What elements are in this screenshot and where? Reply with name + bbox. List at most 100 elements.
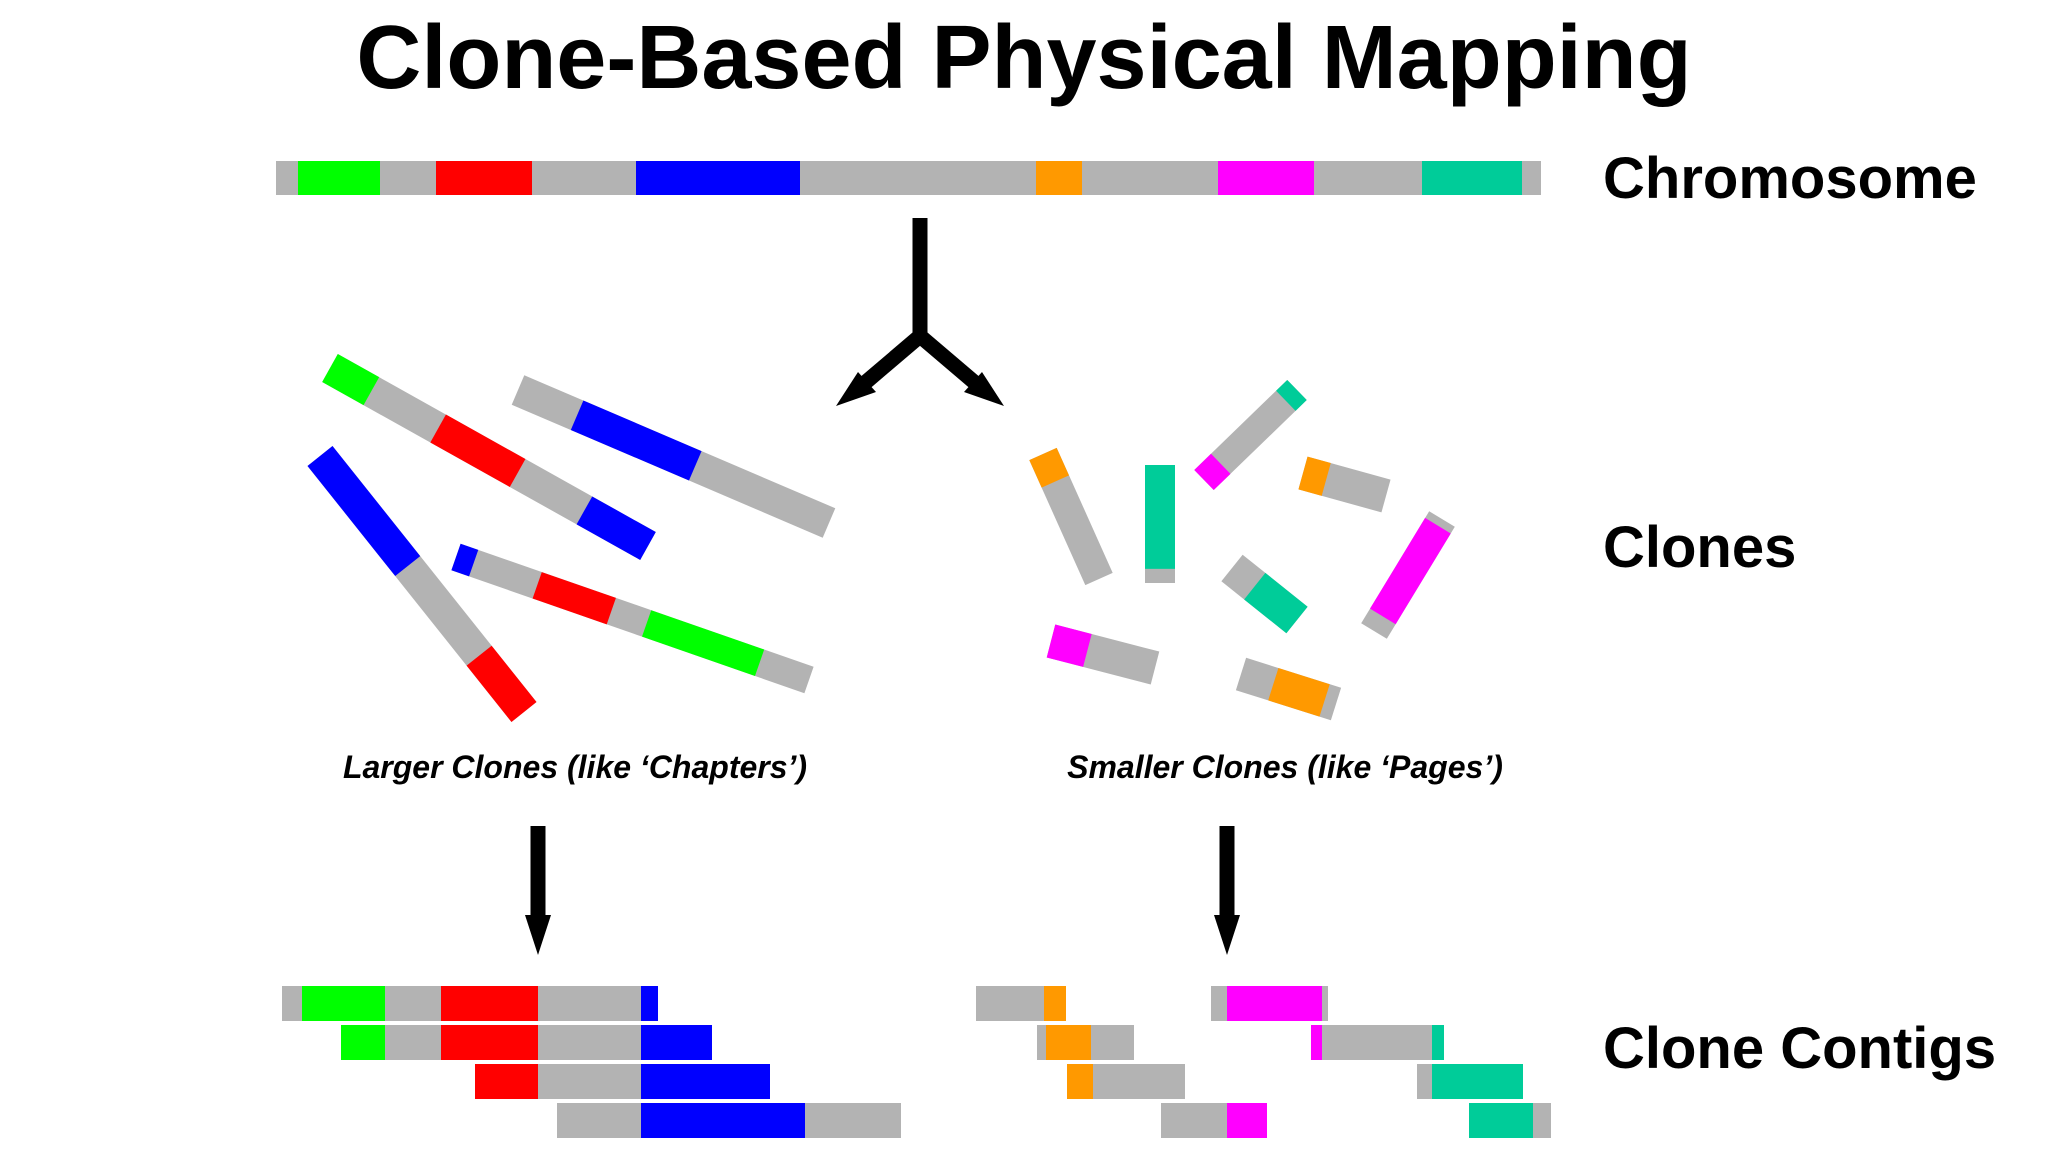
larger-clone-4-region-blue (451, 543, 479, 577)
smaller-clone-contigs (976, 986, 1551, 1138)
larger-clone-1-region-green (322, 354, 380, 406)
larger-clone-1-region-red (430, 414, 526, 487)
smaller-clone-2-backbone (1145, 465, 1175, 583)
smaller-clone-4-region-orange (1298, 456, 1331, 496)
smaller-clones-caption: Smaller Clones (like ‘Pages’) (1067, 749, 1503, 785)
smaller-contig-row-1 (976, 986, 1066, 1021)
chromosome-segment-orange (1036, 161, 1082, 195)
arrows (525, 218, 1240, 955)
larger-clone-2-backbone (511, 375, 836, 538)
chromosome-backbone (276, 161, 1541, 195)
larger-clone-4-backbone (451, 543, 814, 694)
larger-contig-row-2-backbone (341, 1025, 712, 1060)
larger-contig-row-2-region-blue (641, 1025, 712, 1060)
larger-contig-row-1-region-green (302, 986, 385, 1021)
smaller-contig-row-7-region-teal (1432, 1064, 1523, 1099)
smaller-contig-row-6-region-teal (1432, 1025, 1444, 1060)
smaller-contig-row-5 (1211, 986, 1328, 1021)
larger-contig-row-1-region-red (441, 986, 538, 1021)
smaller-contig-row-6 (1311, 1025, 1444, 1060)
smaller-clone-3-backbone (1194, 379, 1307, 491)
smaller-contig-row-2-region-orange (1046, 1025, 1091, 1060)
larger-clone-2-region-blue (570, 400, 702, 481)
larger-clone-3-region-blue (307, 446, 421, 577)
smaller-contig-row-3 (1067, 1064, 1185, 1099)
smaller-contig-row-8-region-teal (1469, 1103, 1533, 1138)
larger-clone-3 (307, 446, 537, 722)
chromosome-segment-green (298, 161, 380, 195)
split-arrow-left-head (836, 372, 876, 406)
page-title: Clone-Based Physical Mapping (356, 8, 1692, 108)
smaller-contig-row-1-region-orange (1044, 986, 1066, 1021)
clones-label: Clones (1603, 515, 1797, 580)
smaller-contig-row-6-backbone (1311, 1025, 1444, 1060)
chromosome-segment-blue (636, 161, 800, 195)
smaller-clone-6 (1221, 554, 1308, 634)
smaller-clone-4 (1298, 456, 1391, 513)
smaller-contig-row-3-region-orange (1067, 1064, 1093, 1099)
smaller-clone-7-region-magenta (1046, 624, 1092, 667)
smaller-clone-8-backbone (1235, 657, 1342, 721)
smaller-contig-row-2 (1037, 1025, 1134, 1060)
split-arrow-right-branch (915, 330, 979, 388)
split-arrow-left-branch (861, 330, 925, 388)
smaller-clone-6-region-teal (1244, 572, 1308, 634)
smaller-clone-8 (1235, 657, 1342, 721)
larger-contig-row-1-region-blue (641, 986, 658, 1021)
chromosome-segment-red (436, 161, 532, 195)
smaller-contig-row-2-backbone (1037, 1025, 1134, 1060)
smaller-down-arrow-head (1214, 915, 1240, 955)
smaller-clone-5-region-magenta (1370, 517, 1451, 625)
smaller-clone-1-region-orange (1029, 447, 1070, 488)
larger-contig-row-4-region-blue (641, 1103, 805, 1138)
smaller-clone-7 (1046, 624, 1160, 685)
smaller-contig-row-4-backbone (1161, 1103, 1267, 1138)
smaller-contig-row-8-backbone (1469, 1103, 1551, 1138)
larger-contig-row-2-region-red (441, 1025, 538, 1060)
clone-contigs-label: Clone Contigs (1603, 1016, 1997, 1081)
smaller-contig-row-4-region-magenta (1227, 1103, 1267, 1138)
larger-clones-caption: Larger Clones (like ‘Chapters’) (342, 749, 808, 785)
smaller-clone-1 (1029, 447, 1113, 586)
larger-contig-row-3 (475, 1064, 770, 1099)
smaller-clone-2-region-teal (1145, 465, 1175, 569)
smaller-clone-5-backbone (1361, 511, 1455, 639)
smaller-clone-8-region-orange (1268, 667, 1330, 717)
larger-clone-3-backbone (307, 446, 537, 722)
smaller-clone-5 (1361, 511, 1455, 639)
smaller-clone-7-backbone (1046, 624, 1160, 685)
smaller-contig-row-7 (1417, 1064, 1523, 1099)
larger-clone-4-region-green (642, 610, 765, 677)
smaller-contig-row-5-region-magenta (1227, 986, 1322, 1021)
larger-contig-row-2 (341, 1025, 712, 1060)
larger-clone-2 (511, 375, 836, 538)
larger-contig-row-1 (282, 986, 658, 1021)
smaller-clone-2 (1145, 465, 1175, 583)
larger-clone-contigs (282, 986, 901, 1138)
smaller-clones (1029, 379, 1455, 721)
smaller-clone-6-backbone (1221, 554, 1308, 634)
larger-clone-1-backbone (322, 354, 656, 560)
larger-clone-4-region-red (532, 572, 616, 625)
larger-down-arrow-head (525, 915, 551, 955)
chromosome-bar (276, 161, 1541, 195)
larger-contig-row-1-backbone (282, 986, 658, 1021)
larger-clone-1-region-blue (576, 496, 656, 560)
larger-clone-1 (322, 354, 656, 560)
larger-clone-4 (451, 543, 814, 694)
larger-clones (307, 354, 836, 722)
smaller-contig-row-1-backbone (976, 986, 1066, 1021)
larger-clone-3-region-red (466, 645, 537, 722)
smaller-clone-4-backbone (1298, 456, 1391, 513)
smaller-clone-3-region-teal (1276, 379, 1307, 411)
chromosome-segment-magenta (1218, 161, 1314, 195)
smaller-contig-row-3-backbone (1067, 1064, 1185, 1099)
smaller-contig-row-8 (1469, 1103, 1551, 1138)
larger-contig-row-2-region-green (341, 1025, 385, 1060)
smaller-clone-1-backbone (1029, 447, 1113, 586)
smaller-clone-3 (1194, 379, 1307, 491)
smaller-clone-3-region-magenta (1194, 453, 1231, 491)
split-arrow-right-head (964, 372, 1004, 406)
smaller-contig-row-4 (1161, 1103, 1267, 1138)
